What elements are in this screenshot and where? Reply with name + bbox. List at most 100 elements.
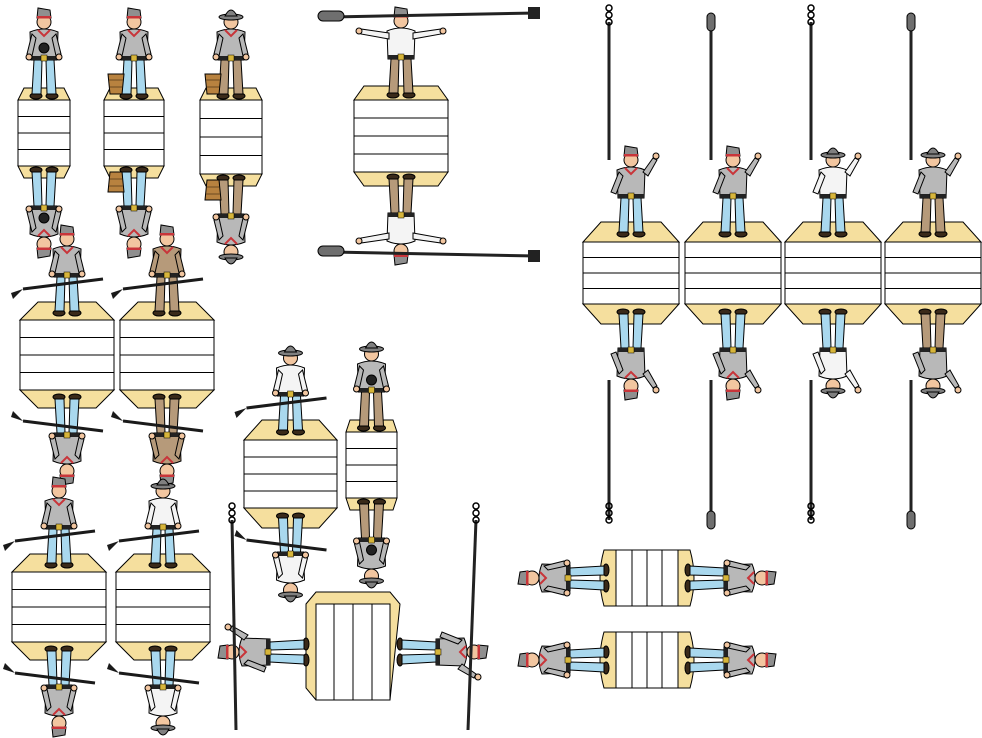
soldier-figure bbox=[610, 308, 660, 401]
base-ramp-top bbox=[10, 553, 108, 573]
sponge-head-icon bbox=[317, 245, 345, 257]
soldier-figure bbox=[610, 145, 660, 238]
cannonball-icon bbox=[366, 544, 377, 556]
base-ramp-bottom bbox=[345, 497, 398, 511]
base-musket-grey-2 bbox=[3, 476, 108, 738]
rammer-staff-icon bbox=[331, 7, 540, 19]
base-ramp-bottom bbox=[683, 303, 783, 325]
base-hat-gunner bbox=[345, 341, 398, 589]
soldier-figure bbox=[48, 393, 86, 486]
musket-icon bbox=[234, 396, 327, 418]
figure-front bbox=[107, 478, 200, 569]
soldier-figure bbox=[353, 498, 390, 589]
base-ramp-bottom bbox=[883, 303, 982, 325]
base-ramp-top bbox=[242, 419, 339, 441]
soldier-figure bbox=[115, 7, 153, 100]
soldier-figure bbox=[517, 641, 610, 679]
rammer-staff-icon bbox=[906, 12, 916, 160]
base-musket-butternut bbox=[111, 224, 216, 486]
figure-front bbox=[353, 341, 390, 432]
figure-back bbox=[11, 393, 104, 486]
water-bucket-icon bbox=[204, 73, 222, 95]
rammer-head-icon bbox=[528, 250, 540, 262]
base-ramp-bottom bbox=[242, 507, 339, 529]
base-ramp-top bbox=[353, 85, 449, 101]
figure-front bbox=[234, 345, 327, 436]
soldier-figure bbox=[517, 559, 610, 597]
figure-back bbox=[353, 498, 390, 589]
figure-front bbox=[111, 224, 204, 317]
figure-front bbox=[11, 224, 104, 317]
figure-front bbox=[3, 476, 96, 569]
musket-icon bbox=[111, 277, 204, 299]
water-bucket-icon bbox=[204, 179, 222, 201]
figure-front bbox=[517, 559, 610, 597]
soldier-figure bbox=[912, 308, 962, 399]
figure-front bbox=[912, 147, 962, 238]
figure-back bbox=[107, 166, 153, 259]
base-ramp-top bbox=[883, 221, 982, 243]
base-ramp-top bbox=[683, 221, 783, 243]
soldier-figure bbox=[684, 559, 777, 597]
figure-back bbox=[25, 166, 63, 259]
soldier-figure bbox=[25, 166, 63, 259]
rammer-staff-icon bbox=[807, 4, 815, 160]
musket-icon bbox=[11, 411, 104, 433]
figure-back bbox=[610, 308, 660, 401]
figure-front bbox=[610, 145, 660, 238]
soldier-figure bbox=[812, 308, 862, 399]
figure-front bbox=[107, 7, 153, 100]
soldier-figure bbox=[396, 631, 489, 681]
base-ramp-top bbox=[118, 301, 216, 321]
base-ramp-bottom bbox=[353, 171, 449, 187]
soldier-figure bbox=[272, 345, 309, 436]
base-musket-shirt-2 bbox=[107, 478, 212, 736]
soldier-figure bbox=[353, 341, 390, 432]
figure-back bbox=[684, 641, 777, 679]
soldier-figure bbox=[812, 147, 862, 238]
figure-back bbox=[712, 308, 762, 401]
rammer-staff-icon bbox=[466, 502, 480, 731]
soldier-figure bbox=[712, 308, 762, 401]
base-bucket-gunner-hat bbox=[199, 9, 263, 265]
base-ramp-bottom bbox=[118, 389, 216, 409]
base-ramp-bottom bbox=[114, 641, 212, 661]
figure-back bbox=[3, 645, 96, 738]
cannonball-icon bbox=[38, 42, 50, 54]
figure-front bbox=[712, 145, 762, 238]
base-ramp-bottom bbox=[10, 641, 108, 661]
base-musket-shirt bbox=[234, 345, 339, 603]
base-recumbent-1 bbox=[517, 549, 777, 607]
figure-back bbox=[204, 174, 250, 265]
base-horizontal-rammer bbox=[217, 591, 489, 701]
soldier-figure bbox=[144, 478, 182, 569]
rammer-staff-icon bbox=[807, 380, 815, 524]
figure-back bbox=[111, 393, 204, 486]
base-ramp-top bbox=[17, 87, 71, 101]
figure-front bbox=[355, 6, 447, 99]
musket-icon bbox=[3, 529, 96, 551]
rammer-staff-icon bbox=[331, 250, 540, 262]
cannonball-icon bbox=[38, 212, 50, 224]
figure-front bbox=[812, 147, 862, 238]
soldier-figure bbox=[684, 641, 777, 679]
rammer-head-icon bbox=[528, 7, 540, 19]
base-ramp-top bbox=[114, 553, 212, 573]
soldier-figure bbox=[148, 393, 186, 486]
base-ramp-bottom bbox=[18, 389, 116, 409]
base-musket-grey bbox=[11, 224, 116, 486]
cannonball-icon bbox=[366, 374, 377, 386]
figure-front bbox=[517, 641, 610, 679]
soldier-figure bbox=[148, 224, 186, 317]
soldier-figure bbox=[912, 147, 962, 238]
soldier-figure bbox=[115, 166, 153, 259]
base-rammer-kepi bbox=[581, 145, 681, 401]
figure-back bbox=[912, 308, 962, 399]
figure-back bbox=[396, 631, 489, 681]
rammer-staff-icon bbox=[706, 380, 716, 530]
musket-icon bbox=[111, 411, 204, 433]
rammer-staff-icon bbox=[228, 502, 238, 731]
musket-icon bbox=[107, 663, 200, 685]
rammer-staff-icon bbox=[706, 12, 716, 160]
base-rammer-gunner bbox=[353, 6, 449, 266]
